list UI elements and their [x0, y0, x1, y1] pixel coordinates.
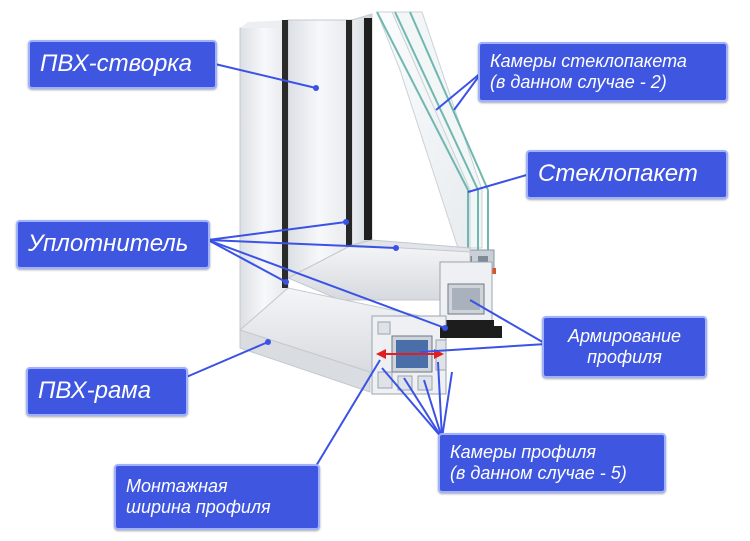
- label-seal: Уплотнитель: [16, 220, 210, 269]
- label-profile-chambers-line2: (в данном случае - 5): [450, 463, 627, 483]
- label-glass-chambers: Камеры стеклопакета (в данном случае - 2…: [478, 42, 728, 102]
- label-mounting-width-line1: Монтажная: [126, 475, 228, 496]
- label-glass-chambers-line1: Камеры стеклопакета: [490, 50, 687, 71]
- label-pvc-frame-text: ПВХ-рама: [38, 377, 152, 405]
- leader-lines: [183, 63, 547, 467]
- label-glass-chambers-line2: (в данном случае - 2): [490, 72, 667, 92]
- label-seal-text: Уплотнитель: [28, 230, 189, 258]
- label-profile-chambers-line1: Камеры профиля: [450, 441, 596, 462]
- label-pvc-frame: ПВХ-рама: [26, 367, 188, 416]
- label-mounting-width-line2: ширина профиля: [126, 497, 271, 517]
- label-pvc-sash-text: ПВХ-створка: [40, 50, 192, 78]
- label-pvc-sash: ПВХ-створка: [28, 40, 217, 89]
- label-reinforcement: Армирование профиля: [542, 316, 707, 378]
- label-glass-unit: Стеклопакет: [526, 150, 728, 199]
- label-glass-unit-text: Стеклопакет: [538, 160, 698, 188]
- label-reinforcement-line1: Армирование: [567, 325, 682, 346]
- label-mounting-width: Монтажная ширина профиля: [114, 464, 320, 530]
- label-reinforcement-line2: профиля: [587, 347, 662, 367]
- label-profile-chambers: Камеры профиля (в данном случае - 5): [438, 433, 666, 493]
